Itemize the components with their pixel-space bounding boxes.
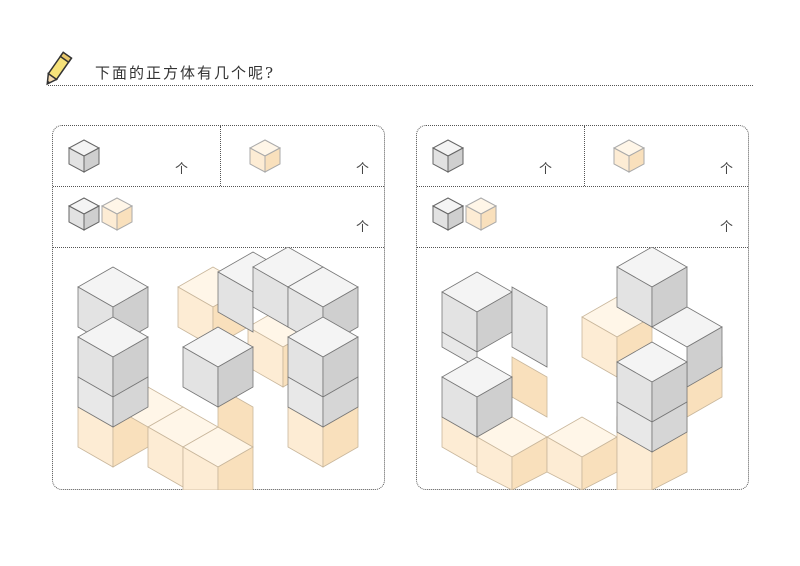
count-row: 个 个 [53, 126, 384, 187]
row-divider [220, 126, 221, 186]
both-cubes-icon [67, 197, 134, 231]
total-count-unit: 个 [720, 220, 734, 235]
gray-count-unit: 个 [175, 162, 189, 177]
title-underline [48, 85, 753, 86]
gray-cube-icon [67, 139, 101, 173]
worksheet-header: 下面的正方体有几个呢? [40, 50, 760, 90]
row-divider [584, 126, 585, 186]
both-cubes-icon [431, 197, 498, 231]
cube-stack-figure [441, 247, 723, 490]
page-title: 下面的正方体有几个呢? [95, 64, 276, 82]
yellow-count-unit: 个 [720, 162, 734, 177]
yellow-cube-icon [612, 139, 646, 173]
total-row: 个 [417, 186, 748, 248]
cube-stack-figure [77, 247, 359, 490]
total-count-unit: 个 [356, 220, 370, 235]
total-row: 个 [53, 186, 384, 248]
yellow-count-unit: 个 [356, 162, 370, 177]
puzzle-panel-1: 个 个 个 [52, 125, 385, 490]
pencil-icon [46, 51, 73, 86]
yellow-cube-icon [248, 139, 282, 173]
puzzle-panel-2: 个 个 个 [416, 125, 749, 490]
gray-cube-icon [431, 139, 465, 173]
gray-count-unit: 个 [539, 162, 553, 177]
count-row: 个 个 [417, 126, 748, 187]
